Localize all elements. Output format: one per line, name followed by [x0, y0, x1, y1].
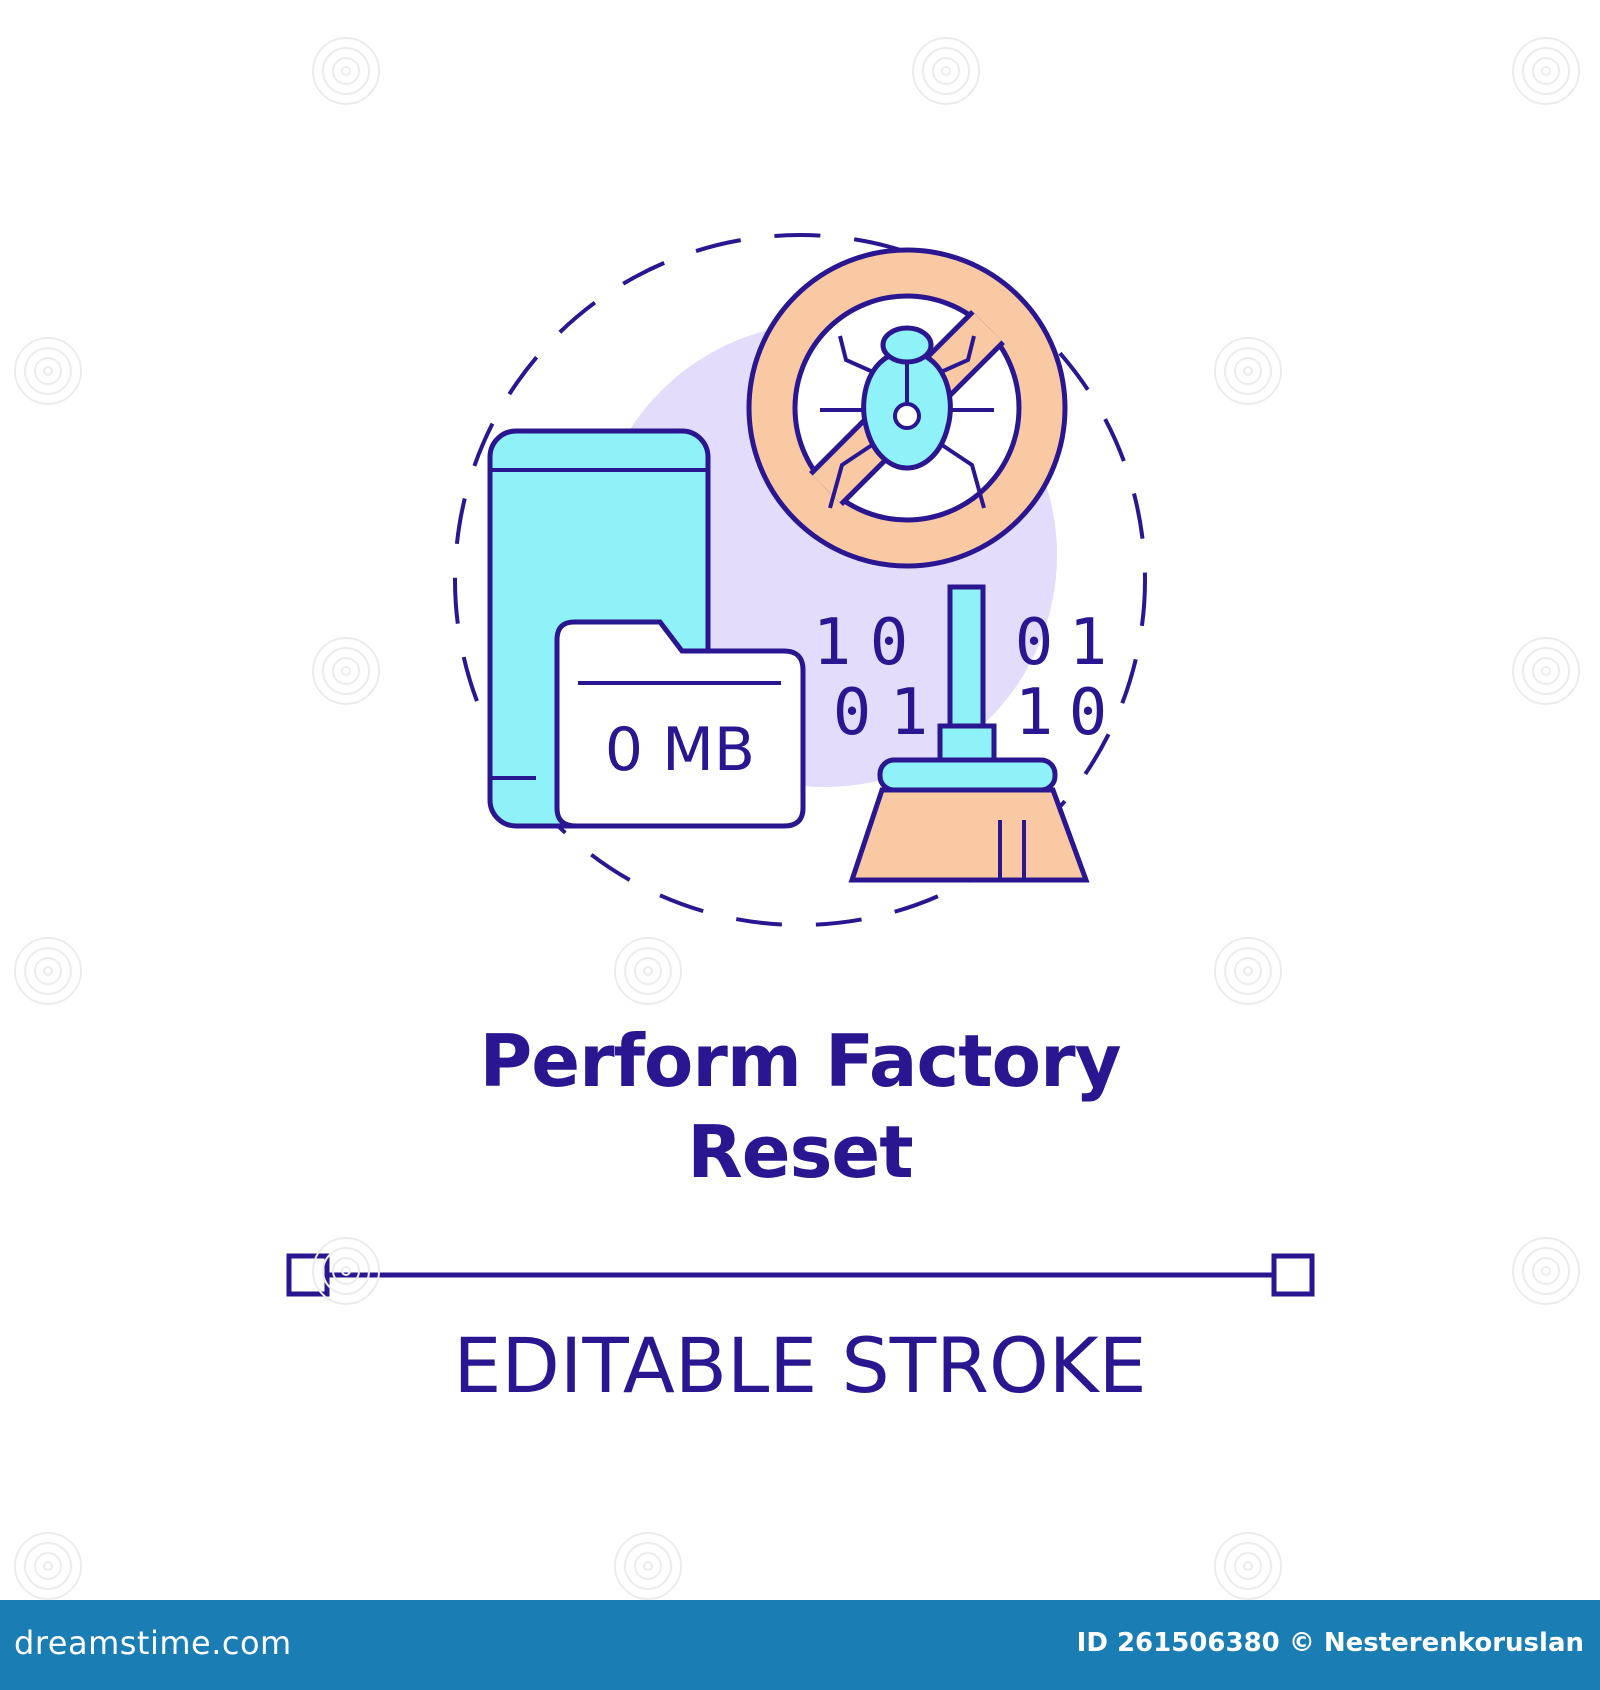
watermark-swirl-icon: [1214, 937, 1282, 1005]
watermark-swirl-icon: [1214, 337, 1282, 405]
title-line-1: Perform Factory: [479, 1019, 1121, 1103]
editable-stroke-line: [286, 1253, 1315, 1297]
binary-digit: 0: [833, 676, 872, 750]
watermark-swirl-icon: [14, 937, 82, 1005]
watermark-swirl-icon: [1512, 1237, 1580, 1305]
binary-code-icon: 1 0 0 1 0 1 1 0: [813, 606, 1108, 750]
watermark-swirl-icon: [14, 1532, 82, 1600]
binary-digit: 1: [1069, 606, 1108, 680]
footer-site-logo[interactable]: dreamstime.com: [14, 1624, 292, 1662]
dashed-circle-outline: [453, 233, 1147, 927]
editable-stroke-label: EDITABLE STROKE: [453, 1321, 1147, 1410]
folder-size-label: 0 MB: [605, 715, 755, 785]
title-line-2: Reset: [687, 1110, 913, 1194]
footer-image-credit: ID 261506380 © Nesterenkoruslan: [1076, 1628, 1584, 1658]
watermark-swirl-icon: [1512, 637, 1580, 705]
watermark-swirl-icon: [1512, 37, 1580, 105]
stroke-handle-right: [1271, 1253, 1315, 1297]
watermark-swirl-icon: [912, 37, 980, 105]
watermark-swirl-icon: [614, 1532, 682, 1600]
binary-digit: 0: [1015, 606, 1054, 680]
watermark-swirl-icon: [312, 37, 380, 105]
watermark-swirl-icon: [312, 637, 380, 705]
binary-digit: 1: [890, 676, 929, 750]
no-bug-icon: [746, 247, 1068, 569]
binary-digit: 1: [1015, 676, 1054, 750]
broom-icon: [848, 584, 1090, 883]
watermark-swirl-icon: [14, 337, 82, 405]
watermark-swirl-icon: [614, 937, 682, 1005]
footer-bar: dreamstime.com ID 261506380 © Nesterenko…: [0, 1600, 1600, 1690]
binary-digit: 0: [870, 606, 909, 680]
binary-digit: 0: [1069, 676, 1108, 750]
folder-icon: 0 MB: [554, 619, 806, 829]
watermark-swirl-icon: [312, 1237, 380, 1305]
binary-digit: 1: [813, 606, 852, 680]
stroke-handle-left: [286, 1253, 330, 1297]
factory-reset-illustration: 0 MB 1 0 0 1 0 1 1 0: [286, 233, 1315, 1297]
watermark-swirl-icon: [1214, 1532, 1282, 1600]
